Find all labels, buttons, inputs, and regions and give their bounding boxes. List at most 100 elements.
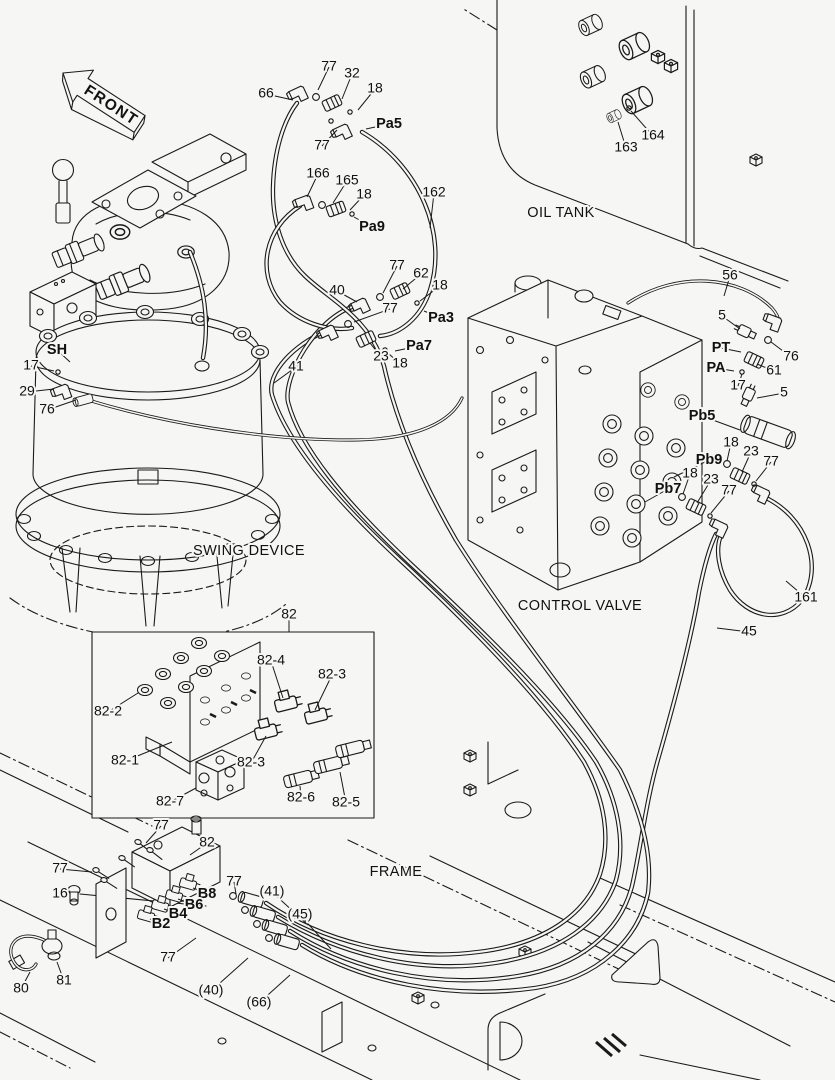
part-label-b8: B8	[198, 886, 217, 902]
part-label-62: 62	[413, 265, 429, 281]
part-label-41: 41	[288, 358, 304, 374]
part-label-23: 23	[703, 471, 719, 487]
leader-line	[715, 367, 735, 372]
fittings-layer	[49, 84, 796, 951]
leader-line	[336, 290, 358, 303]
part-label-66: (66)	[247, 994, 272, 1010]
leader-line	[382, 265, 398, 294]
part-label-77: 77	[389, 257, 405, 273]
part-label-82: 82	[281, 606, 297, 622]
part-label-40: 40	[329, 282, 345, 298]
leader-line	[265, 93, 294, 101]
part-label-pb9: Pb9	[696, 452, 723, 468]
control-valve-drawing	[467, 275, 703, 591]
leader-line	[696, 479, 712, 504]
leader-line	[723, 275, 731, 297]
leader-line	[59, 868, 93, 873]
part-label-77: 77	[226, 873, 242, 889]
part-label-40: (40)	[199, 982, 224, 998]
leader-line	[341, 73, 353, 100]
part-label-pb5: Pb5	[689, 408, 716, 424]
part-label-77: 77	[763, 453, 779, 469]
part-label-82-7: 82-7	[156, 793, 184, 809]
leader-line	[710, 490, 730, 514]
leader-line	[56, 961, 65, 982]
part-label-17: 17	[23, 357, 39, 373]
part-label-18: 18	[356, 186, 372, 202]
leader-line	[167, 937, 197, 959]
part-label-29: 29	[19, 383, 35, 399]
part-label-82-5: 82-5	[332, 794, 360, 810]
part-label-76: 76	[39, 401, 55, 417]
part-label-61: 61	[766, 362, 782, 378]
part-label-17: 17	[730, 377, 746, 393]
part-label-pb7: Pb7	[655, 481, 682, 497]
part-label-166: 166	[306, 165, 330, 181]
part-label-18: 18	[367, 80, 383, 96]
part-label-pa3: Pa3	[428, 310, 454, 326]
leader-line	[271, 891, 309, 926]
leader-line	[357, 88, 376, 111]
part-label-pa: PA	[706, 360, 726, 376]
part-label-82-3: 82-3	[318, 666, 346, 682]
leader-line	[299, 785, 302, 799]
part-label-82-2: 82-2	[94, 703, 122, 719]
leader-line	[189, 842, 208, 856]
leader-line	[630, 110, 654, 137]
part-label-b6: B6	[185, 897, 204, 913]
leader-lines	[20, 66, 807, 1004]
part-label-swing-device: SWING DEVICE	[193, 543, 305, 559]
part-label-162: 162	[422, 184, 446, 200]
part-label-56: 56	[722, 267, 738, 283]
leader-line	[46, 399, 77, 411]
leader-line	[756, 363, 775, 372]
front-arrow: FRONT	[61, 69, 146, 141]
part-label-45: (45)	[288, 906, 313, 922]
leader-line	[306, 173, 319, 198]
part-label-77: 77	[721, 482, 737, 498]
leader-line	[273, 366, 297, 384]
part-label-sh: SH	[47, 342, 67, 358]
part-label-77: 77	[52, 860, 68, 876]
part-label-control-valve: CONTROL VALVE	[518, 598, 642, 614]
part-label-b4: B4	[169, 906, 188, 922]
part-label-5: 5	[780, 384, 788, 400]
part-label-66: 66	[258, 85, 274, 101]
leader-line	[429, 192, 435, 229]
leader-line	[56, 349, 71, 363]
leader-line	[299, 914, 332, 950]
part-label-76: 76	[783, 348, 799, 364]
swing-device-drawing	[9, 133, 287, 640]
leader-line	[673, 459, 710, 478]
leader-line	[192, 887, 208, 895]
part-label-16: 16	[52, 885, 68, 901]
leader-line	[250, 735, 267, 764]
leader-line	[644, 488, 669, 503]
part-label-pt: PT	[712, 340, 731, 356]
manifold-assembly-drawing	[8, 815, 221, 970]
part-label-23: 23	[373, 348, 389, 364]
leader-line	[124, 741, 173, 762]
part-label-82-6: 82-6	[287, 789, 315, 805]
leader-line	[701, 415, 741, 431]
part-label-77: 77	[160, 949, 176, 965]
part-label-18: 18	[723, 434, 739, 450]
leader-line	[30, 365, 55, 372]
leader-line	[258, 974, 291, 1004]
part-label-45: 45	[741, 623, 757, 639]
leader-line	[321, 129, 338, 147]
leader-line	[149, 918, 162, 925]
part-label-frame: FRAME	[370, 864, 423, 880]
leader-line	[387, 352, 401, 365]
hose-bundle	[9, 100, 814, 994]
leader-line	[332, 180, 348, 204]
part-label-165: 165	[335, 172, 359, 188]
leader-line	[107, 692, 139, 713]
leader-line	[770, 341, 792, 358]
part-label-77: 77	[314, 137, 330, 153]
leader-line	[737, 373, 743, 387]
part-label-b2: B2	[152, 916, 171, 932]
